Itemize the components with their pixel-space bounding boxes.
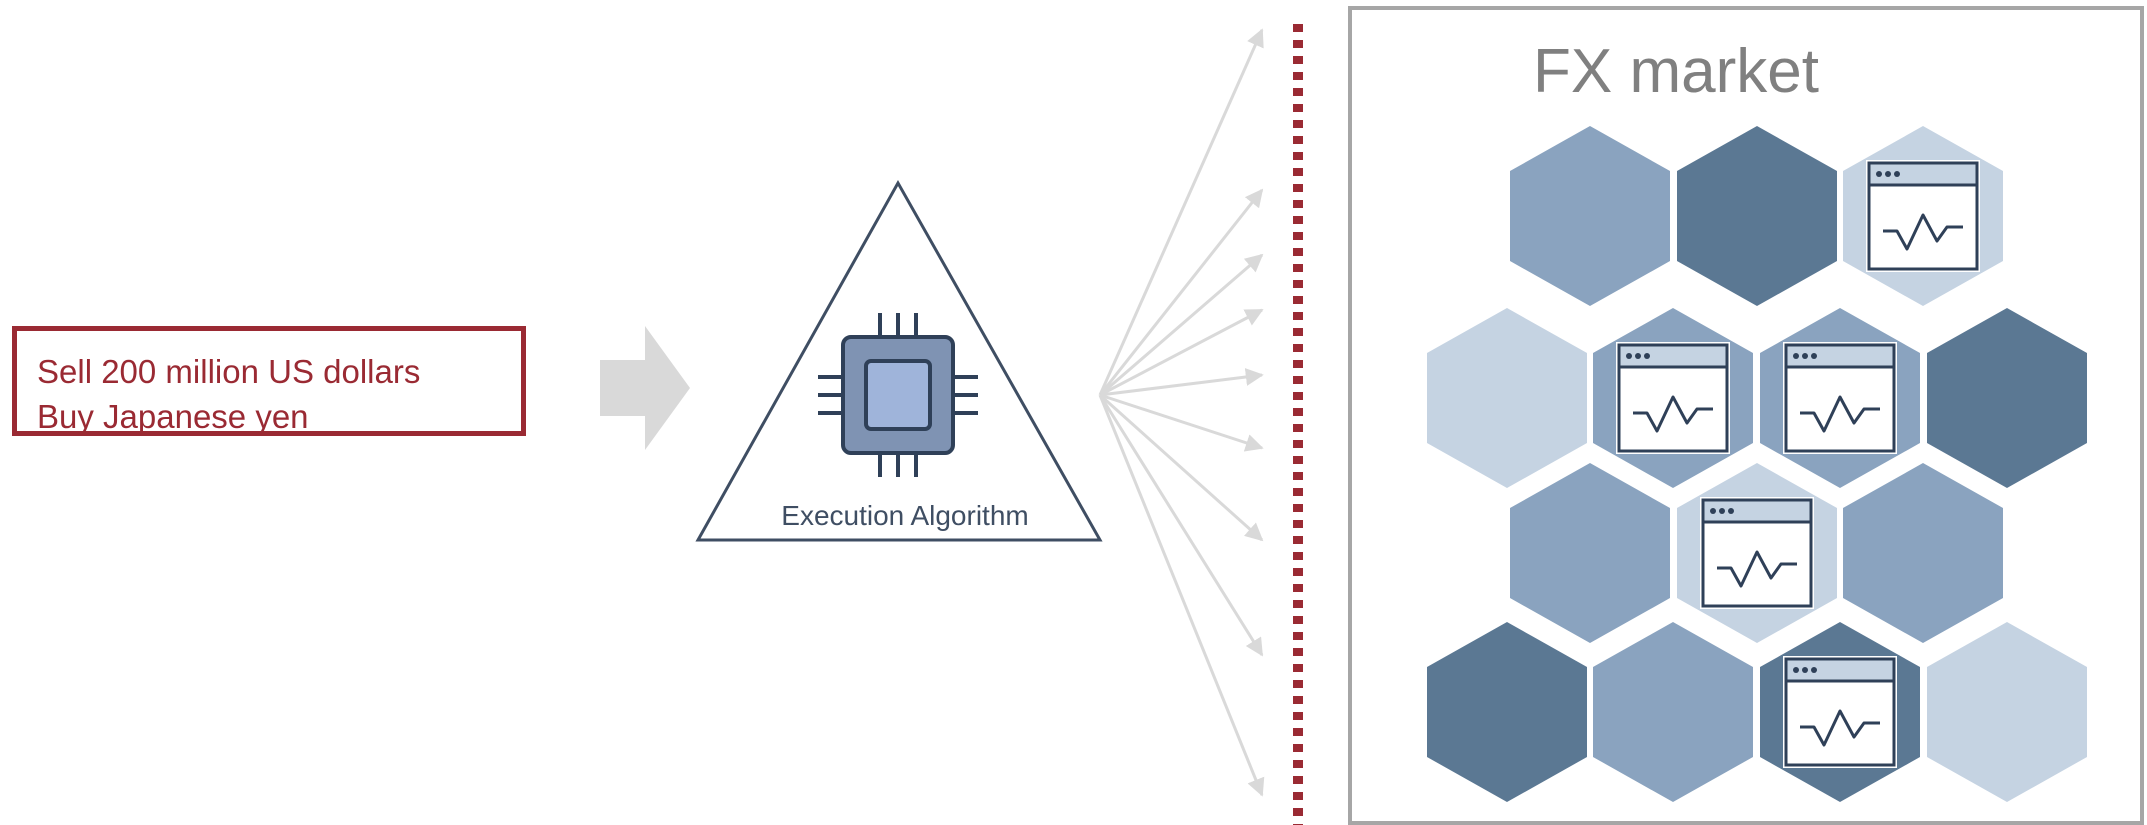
market-venues-grid (1427, 126, 2087, 802)
browser-chart-window-icon (1616, 342, 1730, 454)
algorithm-label: Execution Algorithm (781, 500, 1028, 531)
order-slice-arrow (1099, 308, 1264, 397)
order-slice-arrow (1099, 253, 1264, 397)
browser-chart-window-icon (1783, 342, 1897, 454)
order-slice-arrow (1098, 28, 1264, 396)
market-venue-hexagon (1510, 126, 1670, 306)
browser-chart-window-icon (1783, 656, 1897, 768)
order-slice-arrow (1099, 368, 1264, 397)
execution-algorithm-node: Execution Algorithm (695, 179, 1103, 542)
order-slice-arrow (1099, 393, 1264, 452)
browser-chart-window-icon (1700, 497, 1814, 609)
market-venue-hexagon (1843, 463, 2003, 643)
input-arrow (600, 326, 690, 450)
fx-market-panel (1348, 6, 2144, 825)
fx-market-title: FX market (1533, 37, 1819, 106)
market-venue-hexagon (1927, 308, 2087, 488)
market-venue-hexagon (1677, 126, 1837, 306)
order-slice-arrow (1098, 394, 1265, 797)
market-venue-hexagon (1510, 463, 1670, 643)
order-instruction-box: Sell 200 million US dollars Buy Japanese… (12, 326, 526, 436)
market-venue-hexagon (1593, 622, 1753, 802)
order-slice-arrow (1098, 393, 1264, 542)
cpu-chip-icon (818, 313, 978, 477)
market-venue-hexagon (1927, 622, 2087, 802)
market-venue-hexagon (1427, 622, 1587, 802)
order-line-sell: Sell 200 million US dollars (37, 353, 421, 390)
browser-chart-window-icon (1866, 160, 1980, 272)
order-slice-arrow (1098, 394, 1264, 657)
market-venue-hexagon (1427, 308, 1587, 488)
order-line-buy: Buy Japanese yen (37, 398, 309, 435)
order-slice-arrows (1098, 28, 1265, 797)
order-slice-arrow (1098, 188, 1264, 396)
